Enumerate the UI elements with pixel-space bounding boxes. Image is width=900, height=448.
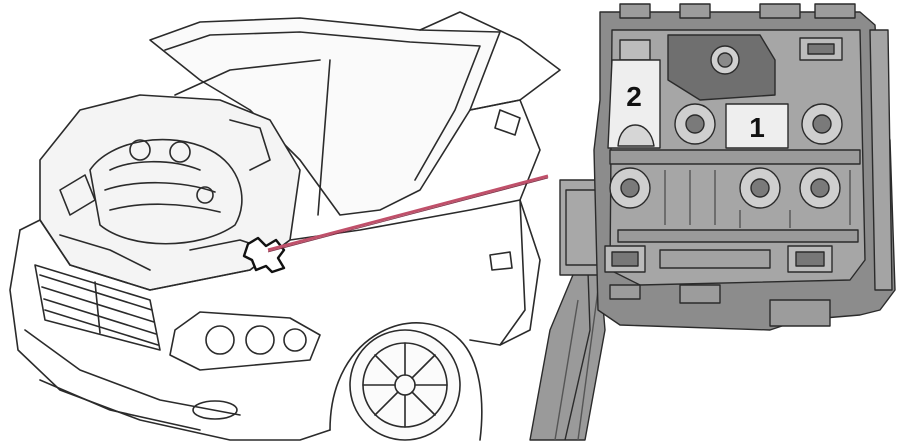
fuse-2-slot (607, 59, 661, 149)
front-body (19, 199, 541, 346)
bonnet-strut (317, 59, 331, 216)
fuse-1-label: 1 (749, 112, 765, 143)
engine-cover (89, 138, 243, 245)
fog-light (192, 400, 238, 420)
fuse-box-icon (529, 3, 896, 441)
a-pillar (469, 99, 541, 201)
car-icon (9, 11, 561, 441)
headlight (169, 311, 321, 371)
wheel-arch (329, 322, 483, 441)
pointer-line-icon (267, 174, 549, 252)
mirror (494, 109, 521, 136)
door-line (499, 199, 526, 346)
bonnet-crease (174, 59, 321, 96)
location-marker-icon (242, 236, 286, 274)
bonnet-inner-edge (164, 31, 481, 181)
fuse-1-slot (725, 103, 789, 149)
fuse-2-label: 2 (626, 81, 642, 112)
cable-bundle (529, 269, 606, 441)
